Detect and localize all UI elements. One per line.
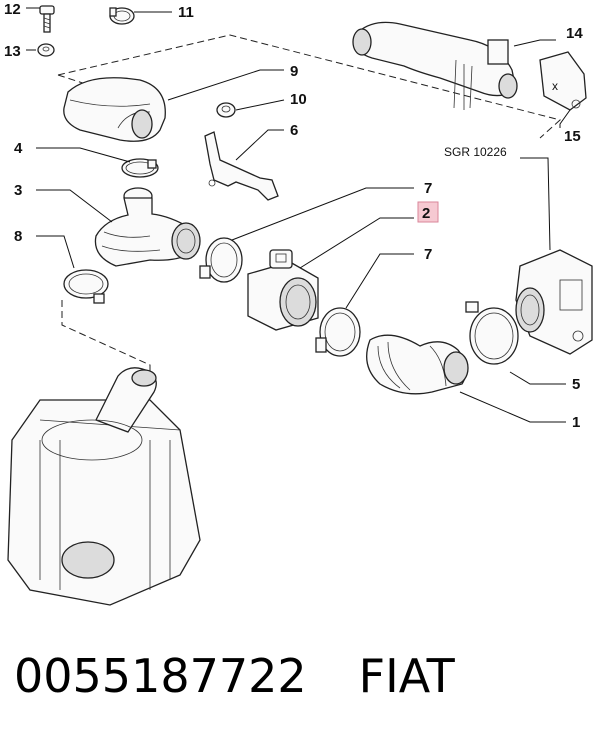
sgr-reference-label: SGR 10226 [444,145,507,159]
bracket-part [204,131,279,201]
air-filter-housing-part [7,367,201,606]
upper-duct-part [352,21,518,110]
throttle-body-part [515,249,593,355]
support-bracket-part: x [539,51,587,111]
elbow-hose-part [94,187,201,267]
exploded-parts-diagram: x 12 13 11 9 10 6 4 3 8 7 [4,1,593,606]
callout-13: 13 [4,43,21,60]
callout-6: 6 [290,122,298,139]
clamp-part-5 [465,301,519,365]
leader-lines [26,7,571,423]
nut-part [37,43,55,57]
clamp-part-4 [121,158,159,178]
callout-8: 8 [14,228,22,245]
bolt-part [39,5,55,33]
callout-2-highlight [417,201,439,223]
callout-5: 5 [572,376,580,393]
callout-10: 10 [290,91,307,108]
callout-2: 2 [422,205,430,222]
callout-1: 1 [572,414,580,431]
callout-12: 12 [4,1,21,18]
brand-name: FIAT [358,649,455,703]
part-number: 0055187722 [14,649,307,703]
callout-7-lower: 7 [424,246,432,263]
callout-4: 4 [14,140,23,157]
x-marker: x [552,79,558,93]
clamp-part-7-lower [315,307,361,357]
callout-14: 14 [566,25,583,42]
clamp-part-7-upper [199,237,243,283]
callout-11: 11 [178,4,194,21]
small-clamp-part [109,7,135,25]
grommet-part [216,102,236,118]
callout-3: 3 [14,182,22,199]
clamp-part-8 [63,269,109,304]
intake-cover-part [63,77,166,142]
air-mass-meter-part [247,249,319,331]
callout-9: 9 [290,63,298,80]
callout-7-upper: 7 [424,180,432,197]
callout-15: 15 [564,128,581,145]
main-hose-part [366,334,469,395]
footer: 0055187722 FIAT [14,636,586,716]
